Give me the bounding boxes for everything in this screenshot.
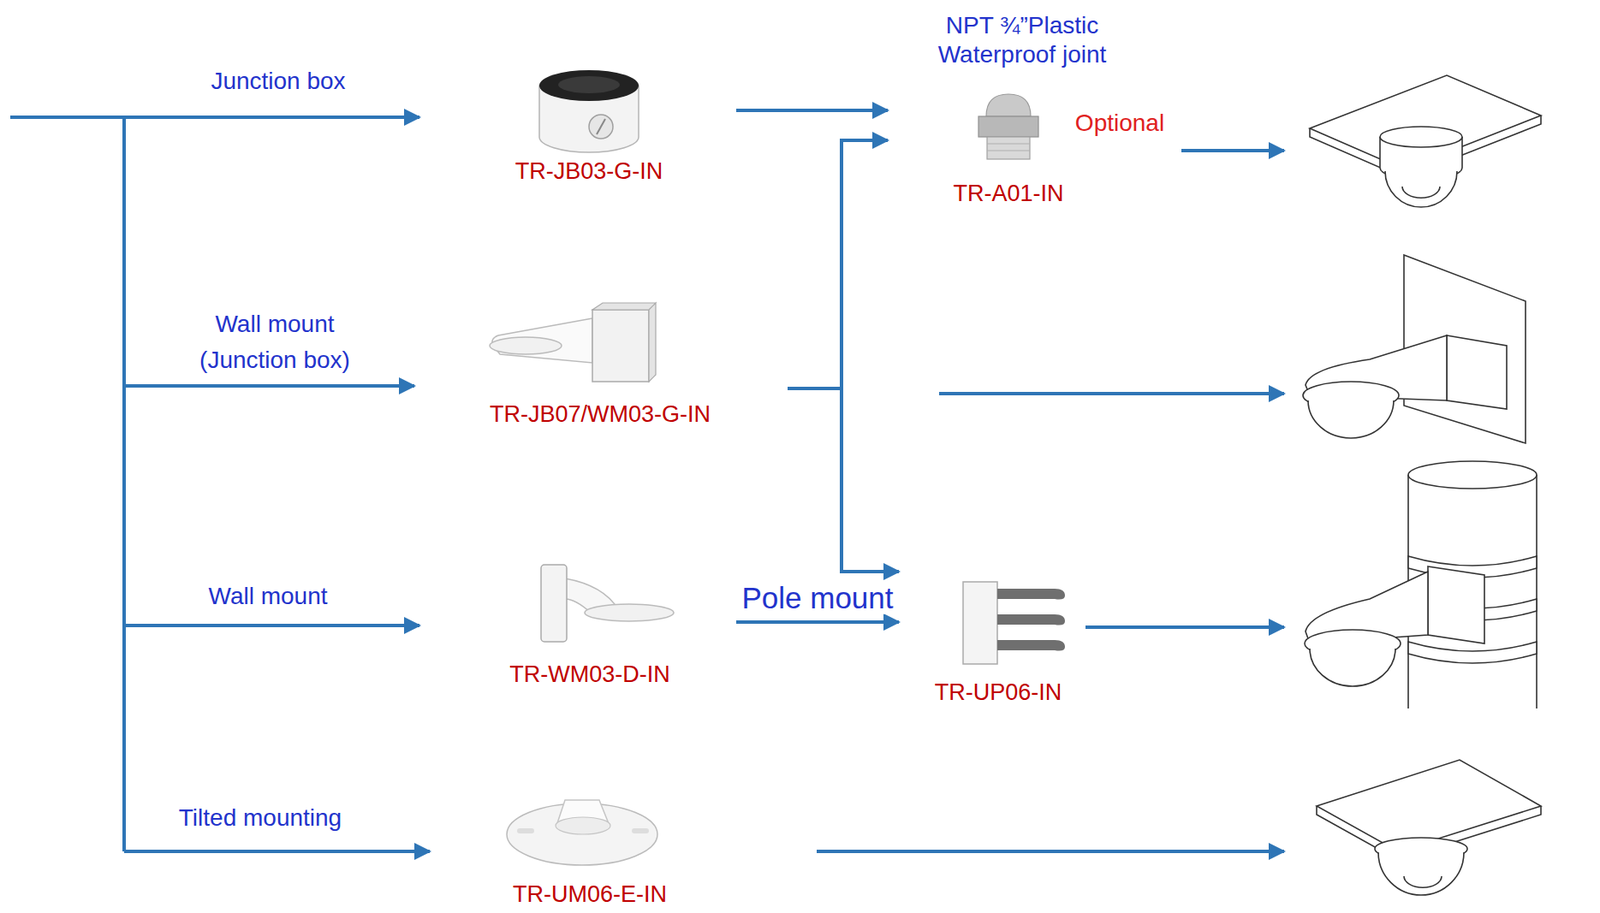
branch-arrow	[124, 624, 420, 628]
wall-mount-product	[541, 565, 674, 643]
pole-camera	[1304, 461, 1537, 709]
part-heading: NPT ¾”Plastic Waterproof joint	[915, 11, 1130, 69]
product-node: NPT ¾”Plastic Waterproof jointOptionalTR…	[887, 4, 1175, 215]
branch-label: Wall mount (Junction box)	[172, 306, 378, 379]
bracket-box-side	[592, 303, 656, 382]
camera-bracket-box	[1427, 566, 1485, 644]
gland-cap	[986, 94, 1031, 117]
bracket-flange	[489, 337, 562, 355]
tilt-hole	[555, 817, 611, 835]
branch-arrow	[124, 384, 415, 388]
cable-gland	[978, 94, 1039, 160]
ceiling-camera	[1309, 75, 1541, 208]
pole-top	[1408, 461, 1537, 489]
thread-lines	[987, 143, 1030, 151]
camera-top	[1379, 126, 1463, 148]
camera-lens	[1402, 186, 1440, 198]
pole-strap	[997, 614, 1065, 626]
product-node: TR-WM03-D-IN	[504, 556, 737, 694]
branch-arrow	[124, 850, 430, 854]
bracket-flange	[584, 604, 674, 622]
box-top	[539, 70, 639, 102]
pole-mount-product	[963, 582, 1065, 665]
wall-camera	[1302, 255, 1526, 444]
camera-dome	[1309, 648, 1396, 687]
pole-clamp	[1408, 642, 1537, 664]
connector-arrow	[787, 140, 888, 389]
part-code: TR-UM06-E-IN	[512, 880, 667, 909]
part-code: TR-A01-IN	[952, 179, 1064, 208]
product-node: TR-UM06-E-IN	[496, 766, 685, 913]
camera-bracket-box	[1446, 335, 1507, 410]
camera-dome	[1308, 400, 1394, 439]
tilted-camera	[1316, 760, 1541, 896]
edge-label: Pole mount	[737, 582, 897, 615]
optional-note: Optional	[1075, 108, 1165, 138]
branch-label: Wall mount	[208, 582, 328, 612]
result-arrow	[816, 850, 1285, 854]
gland-nut	[978, 116, 1039, 137]
connector-arrow	[736, 620, 899, 625]
product-node: TR-UP06-IN	[898, 565, 1079, 712]
result-arrow	[1181, 148, 1285, 153]
product-node: TR-JB07/WM03-G-IN	[479, 299, 788, 434]
pole-plate	[963, 582, 998, 665]
part-code: TR-JB03-G-IN	[515, 157, 664, 185]
connector-arrow	[787, 388, 899, 572]
bracket-box	[592, 309, 649, 382]
wall-junction-product	[489, 303, 656, 382]
part-code: TR-UP06-IN	[934, 678, 1063, 707]
junction-box-product	[539, 70, 639, 153]
pole-strap	[997, 588, 1065, 601]
part-code: TR-WM03-D-IN	[509, 660, 670, 689]
branch-label: Junction box	[210, 66, 345, 96]
trunk-lines	[10, 117, 1285, 852]
product-node: TR-JB03-G-IN	[510, 61, 737, 191]
result-arrow	[1085, 625, 1285, 630]
screw	[588, 114, 613, 139]
tilt-slot	[631, 828, 649, 834]
box-top-inner	[558, 76, 620, 94]
camera-lens	[1403, 876, 1442, 888]
branch-arrow	[10, 115, 420, 119]
camera-dome	[1385, 171, 1458, 208]
branch-label: Tilted mounting	[178, 803, 342, 833]
trunk-line	[122, 117, 126, 852]
screw-slot	[596, 118, 606, 135]
pole-strap	[997, 640, 1065, 652]
wall-plate	[541, 565, 567, 643]
result-arrow	[939, 392, 1285, 396]
part-code: TR-JB07/WM03-G-IN	[489, 400, 711, 429]
tilt-slot	[517, 828, 535, 834]
connector-arrow	[736, 108, 888, 113]
camera-dome	[1378, 852, 1464, 896]
tilt-plate-product	[506, 800, 658, 866]
gland-thread	[987, 136, 1030, 160]
